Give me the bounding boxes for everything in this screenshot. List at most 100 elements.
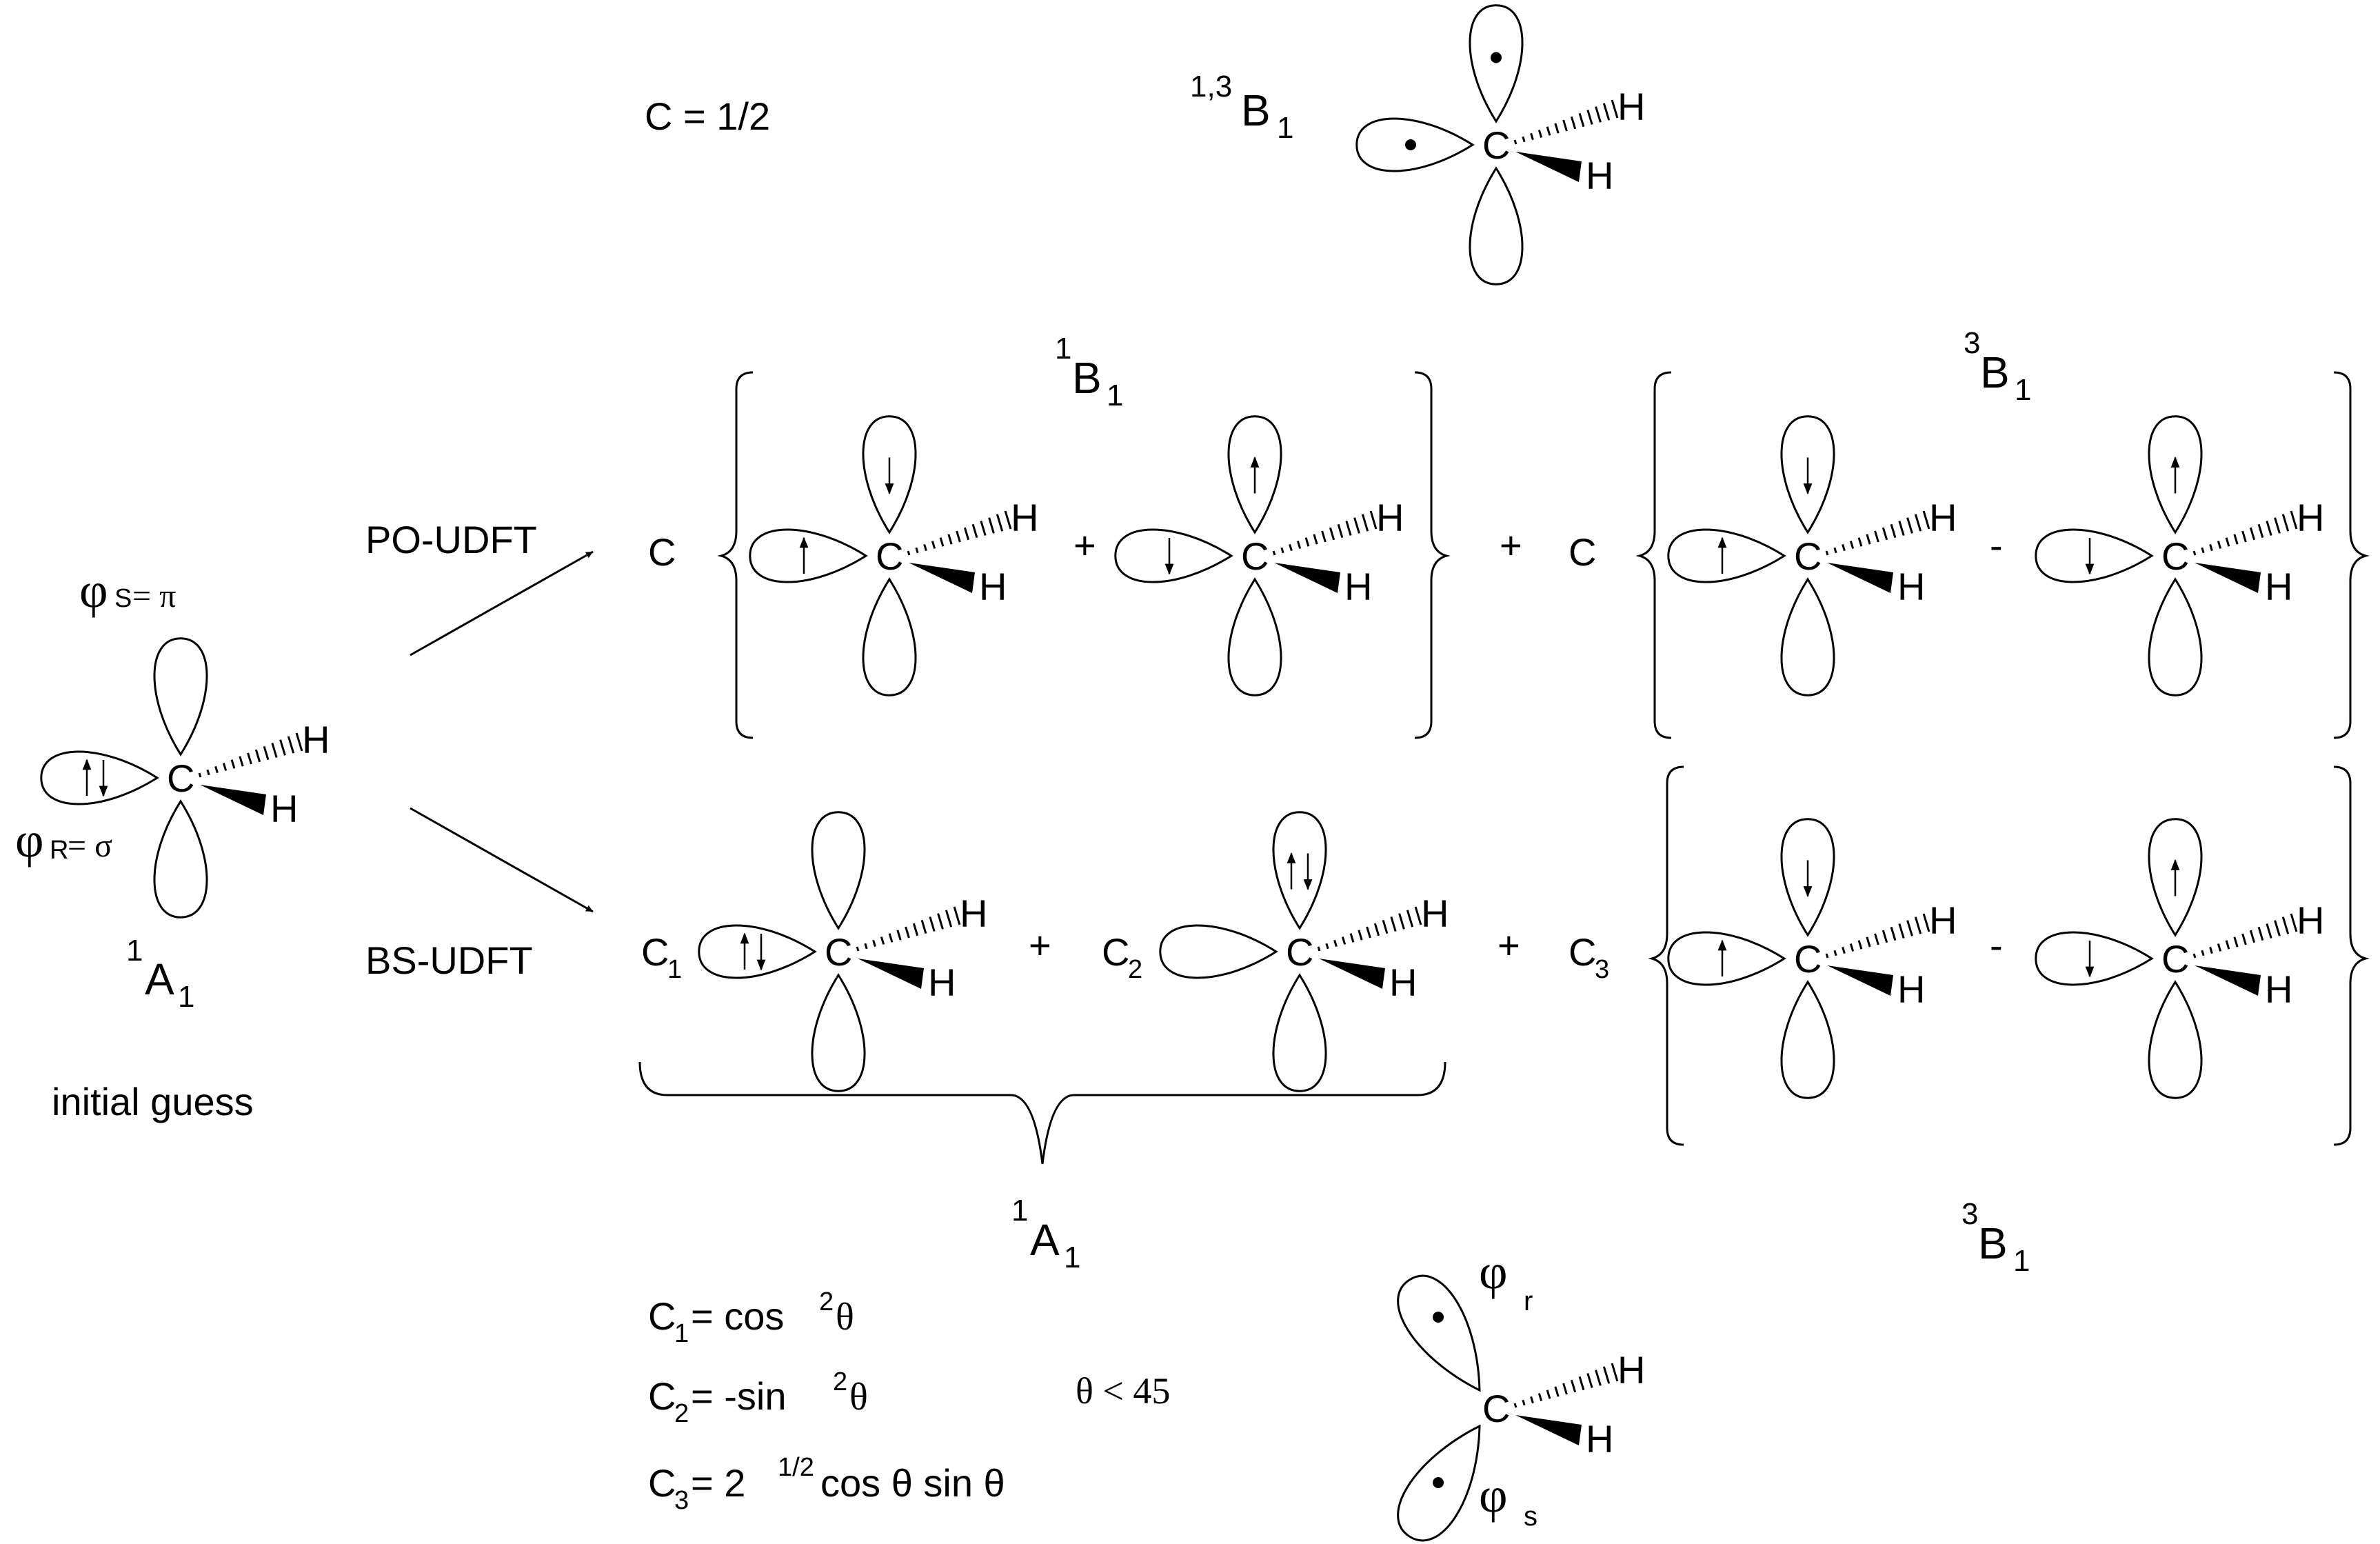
hashed-bond-segment — [1602, 103, 1611, 121]
phi-s-equals: = π — [132, 578, 176, 614]
hashed-bond-segment — [1325, 943, 1329, 950]
carbon-atom: C — [167, 756, 194, 800]
hashed-bond-segment — [912, 923, 919, 936]
phi-s-symbol: φ — [79, 563, 108, 618]
wedge-bond — [858, 959, 924, 989]
p-orbital-lower-lobe — [1780, 980, 1835, 1099]
hashed-bond-segment — [222, 763, 228, 771]
po-singlet-molecule-1: CHH — [749, 415, 1038, 696]
bottom-molecule: CHH — [1397, 1274, 1645, 1542]
phi-s-label: φ S = π — [79, 563, 176, 618]
hashed-bond-segment — [1570, 116, 1577, 130]
hashed-bond-segment — [929, 916, 936, 932]
po-triplet-molecule-2: CHH — [2035, 415, 2324, 696]
left-state-sub: 1 — [178, 980, 194, 1014]
hashed-bond-segment — [1513, 1403, 1517, 1408]
arrow-to-po-udft — [410, 550, 594, 656]
hashed-bond-segment — [2249, 527, 2256, 541]
hashed-bond-segment — [1373, 923, 1380, 936]
arrow-to-bs-udft — [410, 807, 594, 913]
sigma-orbital-lobe — [1667, 528, 1786, 583]
sigma-orbital-lobe — [698, 924, 817, 979]
p-orbital-lower-lobe — [2148, 980, 2203, 1099]
hashed-bond-segment — [1874, 933, 1879, 945]
p-orbital-lower-lobe — [153, 799, 208, 919]
sigma-orbital-lobe — [2035, 528, 2154, 583]
electron-dot — [1405, 139, 1416, 150]
po-triplet-right-brace — [2333, 371, 2370, 739]
bottom-phi-r-symbol: φ — [1479, 1244, 1508, 1299]
hashed-bond-segment — [1562, 119, 1568, 132]
hashed-bond-segment — [1280, 547, 1284, 554]
wedge-bond — [909, 563, 975, 593]
eq-c3-tail: cos θ sin θ — [820, 1461, 1005, 1505]
phi-r-lobe — [1397, 1274, 1481, 1392]
po-singlet-molecule-2: CHH — [1114, 415, 1404, 696]
top-state-base: B — [1241, 86, 1271, 135]
bs-triplet-sub: 1 — [2013, 1244, 2030, 1278]
hashed-bond-segment — [1414, 906, 1422, 925]
hashed-bond-segment — [1341, 936, 1347, 945]
bs-c3-sub: 3 — [1595, 955, 1609, 984]
hashed-bond-segment — [1602, 1366, 1611, 1384]
hashed-bond-segment — [1898, 923, 1905, 939]
hashed-bond-segment — [2290, 913, 2298, 932]
hashed-bond-segment — [1906, 920, 1913, 936]
hydrogen-atom-lower: H — [979, 565, 1007, 608]
bs-singlet-sup: 1 — [1011, 1194, 1028, 1227]
hashed-bond-segment — [1546, 1390, 1551, 1399]
eq-c1-rhs: = cos — [691, 1294, 784, 1338]
bottom-phi-s-subscript: s — [1524, 1501, 1537, 1532]
hashed-bond-segment — [1317, 946, 1321, 952]
carbon-atom: C — [2161, 937, 2189, 981]
hydrogen-atom-lower: H — [2265, 967, 2292, 1011]
hydrogen-atom-upper: H — [1011, 496, 1038, 539]
bs-triplet-molecule-2: CHH — [2035, 818, 2324, 1099]
p-orbital-lower-lobe — [1780, 577, 1835, 696]
top-state-label: 1,3 B 1 — [1190, 70, 1293, 145]
hashed-bond-segment — [2233, 936, 2239, 948]
eq-c3-pow: 1/2 — [778, 1453, 814, 1482]
bs-triplet-sup: 3 — [1962, 1197, 1978, 1231]
hashed-bond-segment — [945, 910, 953, 928]
bs-c2-coefficient: C 2 — [1102, 930, 1142, 984]
hashed-bond-segment — [2257, 926, 2264, 941]
hashed-bond-segment — [2290, 510, 2298, 530]
hashed-bond-segment — [1321, 530, 1327, 543]
hashed-bond-segment — [937, 913, 944, 930]
sigma-orbital-lobe — [1667, 931, 1786, 986]
hashed-bond-segment — [2209, 946, 2213, 954]
po-triplet-sub: 1 — [2015, 373, 2031, 407]
eq-c1-theta: θ — [836, 1296, 854, 1339]
hashed-bond-segment — [2281, 514, 2290, 532]
hashed-bond-segment — [1537, 1393, 1543, 1401]
hashed-bond-segment — [1390, 916, 1397, 932]
bs-singlet-plus: + — [1029, 923, 1051, 967]
top-coefficient: C = 1/2 — [645, 94, 770, 138]
electron-dot — [1491, 52, 1502, 63]
hashed-bond-segment — [2192, 953, 2197, 959]
bs-singlet-sub: 1 — [1064, 1241, 1080, 1274]
hashed-bond-segment — [1329, 527, 1335, 541]
hashed-bond-segment — [1546, 126, 1551, 136]
hashed-bond-segment — [1849, 943, 1855, 952]
hydrogen-atom-lower: H — [1344, 565, 1372, 608]
p-orbital-upper-lobe — [1227, 415, 1282, 534]
hashed-bond-segment — [1842, 543, 1846, 552]
p-orbital-lower-lobe — [862, 577, 917, 696]
sigma-orbital-lobe — [1159, 924, 1278, 979]
po-join-plus: + — [1500, 523, 1522, 567]
hashed-bond-segment — [1595, 106, 1602, 123]
hashed-bond-segment — [1004, 510, 1012, 530]
hashed-bond-segment — [1366, 926, 1371, 939]
eq-c3-rhs: = 2 — [691, 1461, 745, 1505]
eq-c2-theta: θ — [849, 1376, 868, 1418]
hydrogen-atom-upper: H — [302, 718, 330, 761]
hashed-bond-segment — [880, 936, 885, 945]
hashed-bond-segment — [2249, 930, 2256, 943]
bs-triplet-right-brace — [2333, 765, 2370, 1146]
theta-condition: θ < 45 — [1076, 1370, 1170, 1412]
initial-guess-caption: initial guess — [52, 1080, 254, 1123]
hashed-bond-segment — [2241, 530, 2247, 543]
hashed-bond-segment — [864, 943, 868, 950]
